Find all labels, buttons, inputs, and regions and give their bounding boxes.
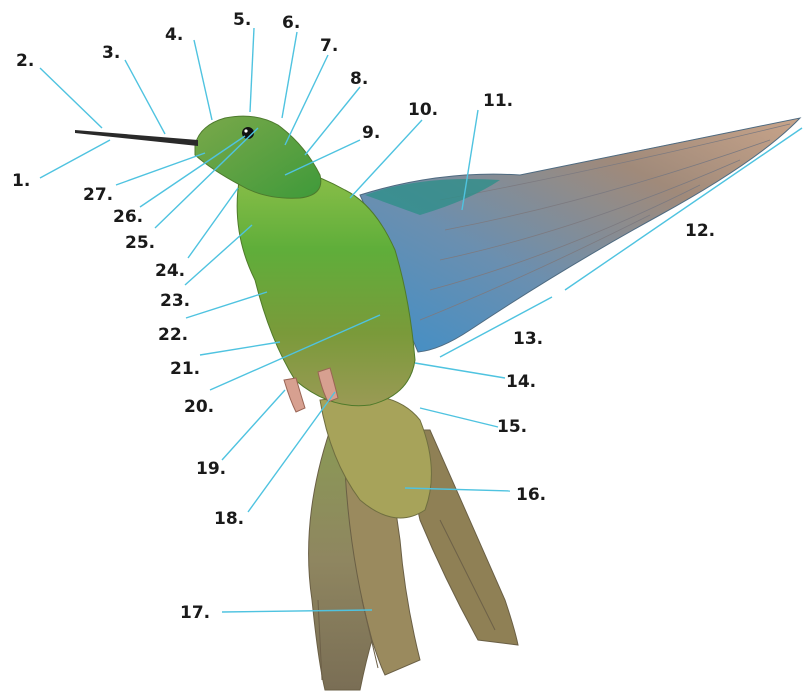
leader-22 [186,292,267,318]
leader-5 [250,28,254,112]
leader-15 [420,408,498,427]
label-6: 6. [282,13,300,33]
label-1: 1. [12,171,30,191]
leader-21 [200,342,280,355]
label-21: 21. [170,359,200,379]
label-11: 11. [483,91,513,111]
label-8: 8. [350,69,368,89]
label-4: 4. [165,25,183,45]
label-20: 20. [184,397,214,417]
label-22: 22. [158,325,188,345]
label-25: 25. [125,233,155,253]
wing [360,118,800,352]
label-15: 15. [497,417,527,437]
label-9: 9. [362,123,380,143]
label-16: 16. [516,485,546,505]
leader-7 [285,55,328,145]
label-2: 2. [16,51,34,71]
leader-24 [188,188,238,258]
label-12: 12. [685,221,715,241]
label-26: 26. [113,207,143,227]
label-13: 13. [513,329,543,349]
label-14: 14. [506,372,536,392]
leader-27 [116,153,205,185]
label-23: 23. [160,291,190,311]
leader-6 [282,32,297,118]
label-27: 27. [83,185,113,205]
bill [75,130,198,146]
leader-2 [40,68,102,128]
leader-23 [185,225,252,285]
leader-19 [222,390,285,460]
leader-1 [40,140,110,178]
leader-14 [415,363,505,378]
label-10: 10. [408,100,438,120]
leader-8 [305,87,360,155]
label-17: 17. [180,603,210,623]
label-5: 5. [233,10,251,30]
label-19: 19. [196,459,226,479]
label-7: 7. [320,36,338,56]
label-24: 24. [155,261,185,281]
label-3: 3. [102,43,120,63]
leader-3 [125,60,165,134]
label-18: 18. [214,509,244,529]
leader-4 [194,40,212,120]
